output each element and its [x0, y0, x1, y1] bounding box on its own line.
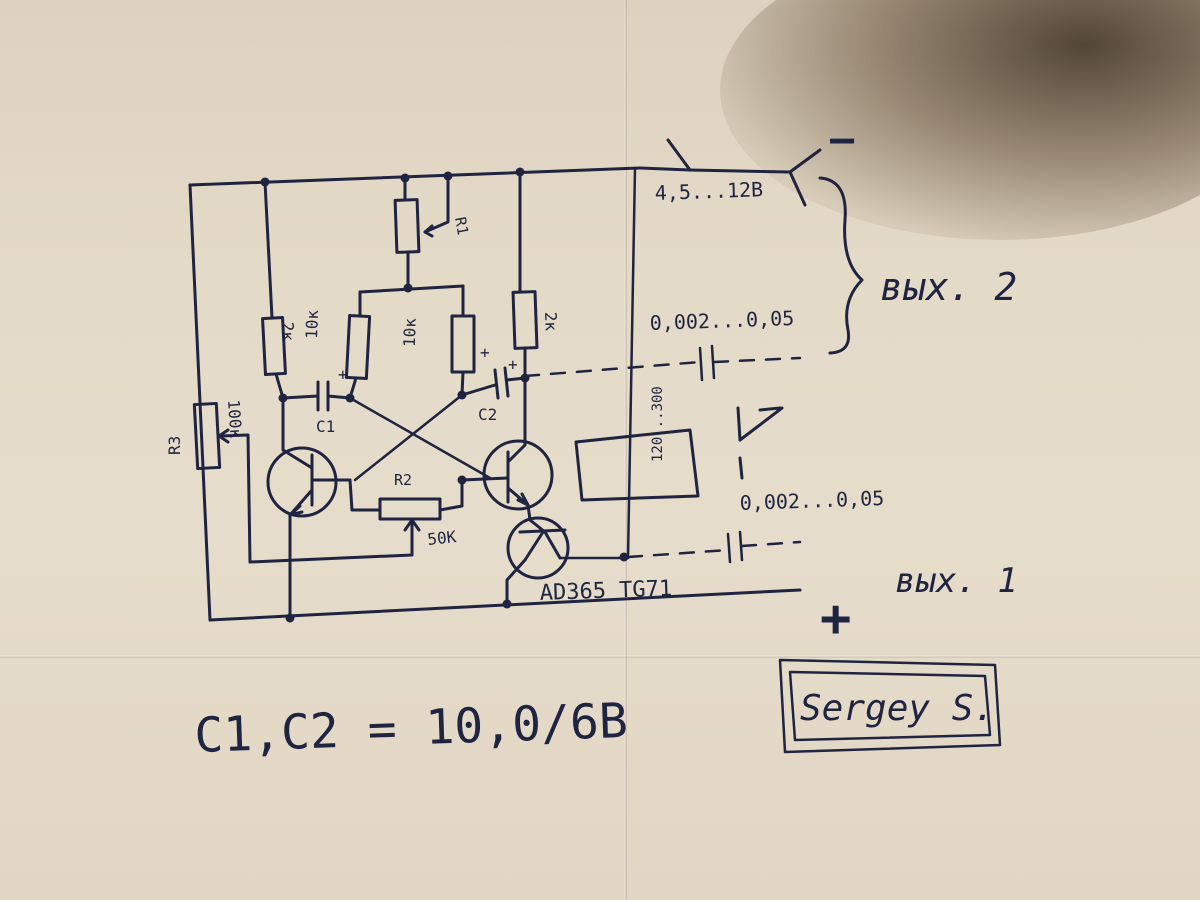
minus-terminal [638, 138, 822, 207]
r-right-collector-label: 2к [541, 311, 561, 331]
junction-dot [619, 552, 629, 562]
c2-plus-label: + [508, 355, 518, 374]
minus-sign-label: — [830, 116, 855, 162]
r-right-plus-label: + [480, 343, 490, 362]
resistor-10k-right [450, 314, 476, 397]
base-resistor-wiring [358, 284, 465, 318]
transistor-bottom [505, 516, 570, 606]
output-2-capacitor-label: 0,002...0,05 [649, 306, 794, 335]
output-1-capacitor-label: 0,002...0,05 [739, 486, 884, 515]
r3-label: R3 [165, 436, 184, 455]
signature: Sergey S. [800, 688, 995, 729]
relay-contact [736, 406, 784, 480]
capacitor-c1 [281, 380, 352, 412]
resistor-r1 [393, 174, 450, 290]
supply-voltage-label: 4,5...12B [654, 177, 763, 205]
r-right-base-label: 10к [400, 317, 420, 347]
fold-line-horizontal [0, 655, 1200, 658]
r3-value-label: 100к [224, 399, 246, 439]
c1-label: C1 [316, 417, 335, 436]
transistor-left [266, 396, 352, 620]
transistor-right [460, 376, 554, 522]
resistor-r2 [248, 478, 464, 564]
output-bracket [818, 176, 864, 355]
fold-line-vertical [624, 0, 627, 900]
resistor-2k-left [261, 180, 287, 400]
top-rail [188, 166, 642, 622]
output-1-label: вых. 1 [895, 561, 1018, 601]
relay-common-line [558, 166, 637, 560]
output-2-label: вых. 2 [880, 265, 1017, 309]
capacitor-c2 [460, 366, 527, 400]
plus-sign-label: + [820, 589, 851, 649]
signature-box [778, 658, 1002, 754]
c1-plus-label: + [338, 365, 348, 384]
transistor-type-label: AD365 TG71 [539, 576, 672, 606]
r2-value-label: 50К [426, 527, 457, 549]
output-2-line [523, 344, 802, 382]
r-left-base-label: 10к [302, 309, 322, 339]
r1-label: R1 [451, 216, 472, 237]
relay-value-label: 120...300 [650, 386, 666, 462]
cross-coupling-wires [348, 393, 492, 482]
resistor-r3 [192, 401, 252, 564]
output-1-line [626, 530, 802, 564]
r-left-collector-label: 2к [278, 321, 298, 341]
resistor-2k-right [511, 170, 539, 380]
relay-coil [574, 428, 700, 502]
r2-label: R2 [394, 471, 412, 489]
c2-label: C2 [478, 405, 497, 424]
footnote-capacitors: C1,C2 = 10,0/6B [193, 693, 628, 764]
resistor-10k-left [344, 314, 372, 400]
